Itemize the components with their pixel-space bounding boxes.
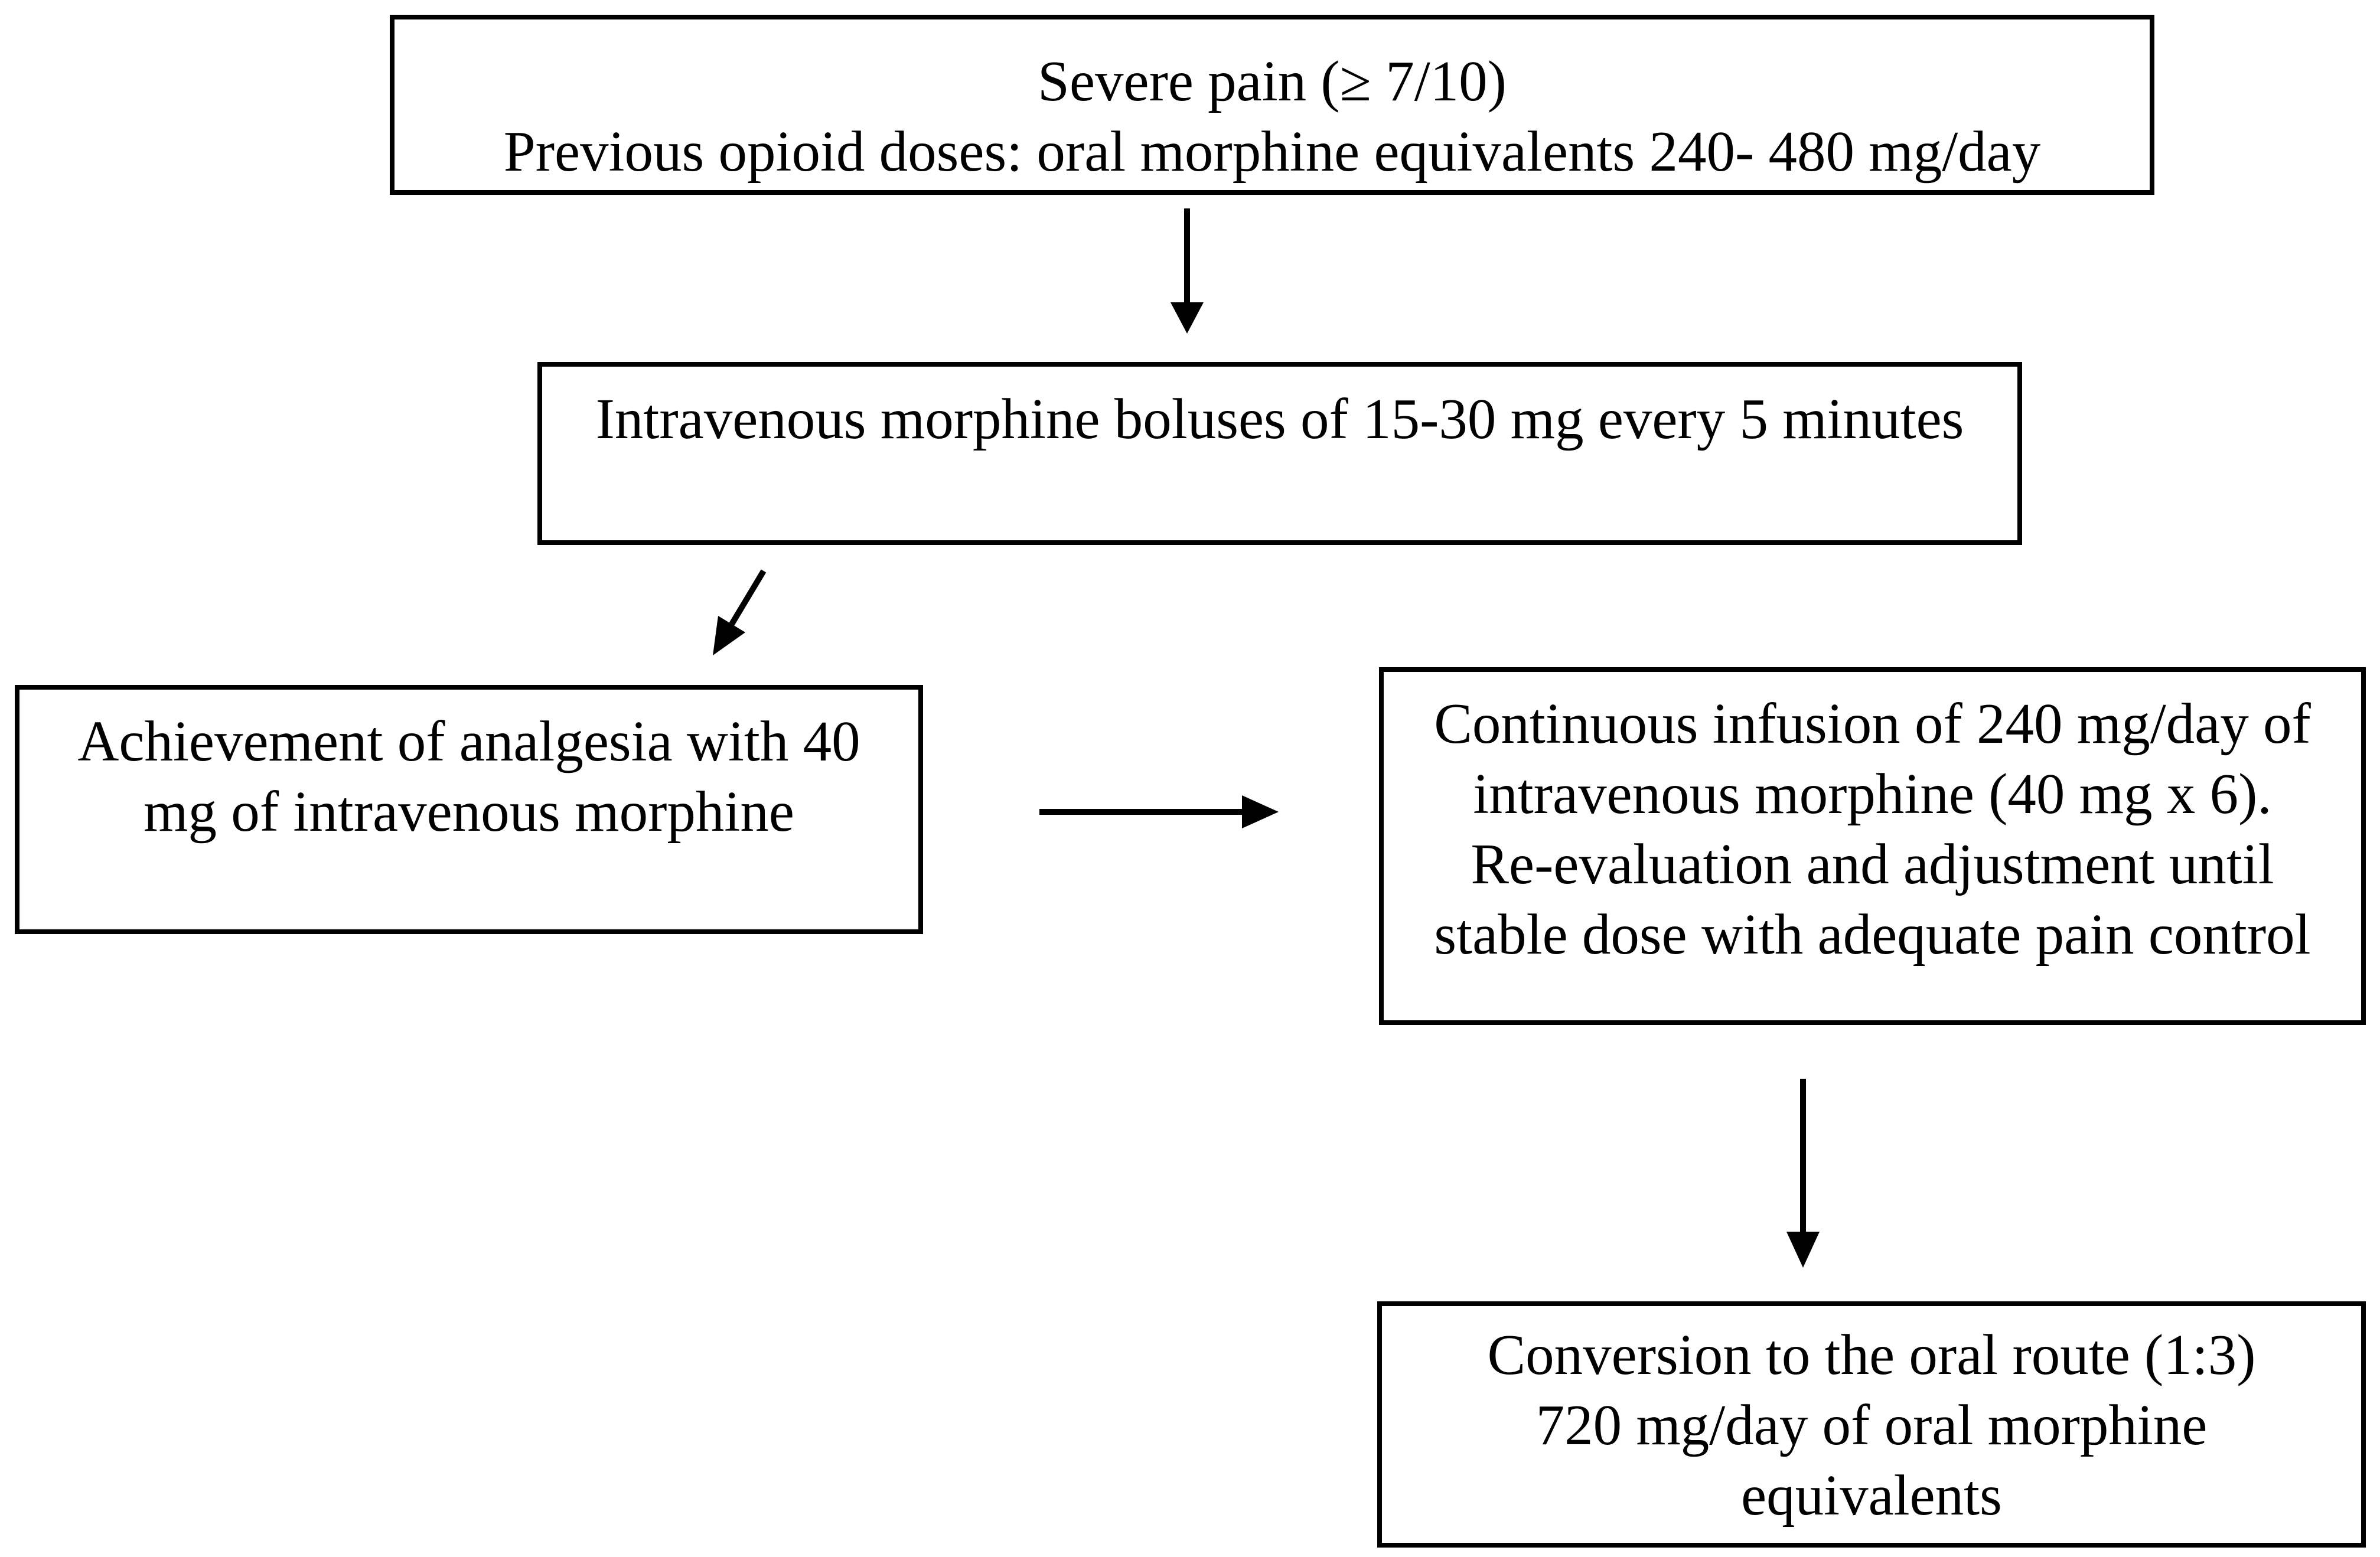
node-text-line: equivalents — [1741, 1464, 2002, 1527]
arrow-iv-boluses-to-analgesia-icon — [713, 569, 767, 655]
node-text-line: mg of intravenous morphine — [144, 780, 794, 843]
node-analgesia-achievement: Achievement of analgesia with 40 mg of i… — [15, 685, 923, 934]
arrow-analgesia-to-infusion-icon — [1039, 795, 1279, 828]
node-text-line: intravenous morphine (40 mg x 6). — [1473, 762, 2272, 825]
node-text-line: 720 mg/day of oral morphine — [1535, 1393, 2208, 1457]
node-continuous-infusion: Continuous infusion of 240 mg/day of int… — [1379, 667, 2366, 1025]
node-text-line: Severe pain (≥ 7/10) — [1038, 50, 1507, 113]
arrow-infusion-to-conversion-icon — [1786, 1079, 1820, 1268]
node-text-line: Re-evaluation and adjustment until — [1471, 833, 2274, 896]
node-text-line: stable dose with adequate pain control — [1434, 903, 2311, 966]
node-text-line: Continuous infusion of 240 mg/day of — [1434, 692, 2311, 755]
node-iv-boluses: Intravenous morphine boluses of 15-30 mg… — [537, 362, 2022, 545]
node-text-line: Achievement of analgesia with 40 — [77, 710, 860, 773]
node-text-line: Intravenous morphine boluses of 15-30 mg… — [595, 387, 1964, 451]
arrow-severe-pain-to-iv-boluses-icon — [1171, 208, 1204, 334]
node-severe-pain: Severe pain (≥ 7/10) Previous opioid dos… — [390, 15, 2154, 195]
node-oral-conversion: Conversion to the oral route (1:3) 720 m… — [1377, 1301, 2366, 1548]
node-text-line: Previous opioid doses: oral morphine equ… — [503, 120, 2041, 183]
node-text-line: Conversion to the oral route (1:3) — [1487, 1323, 2256, 1386]
